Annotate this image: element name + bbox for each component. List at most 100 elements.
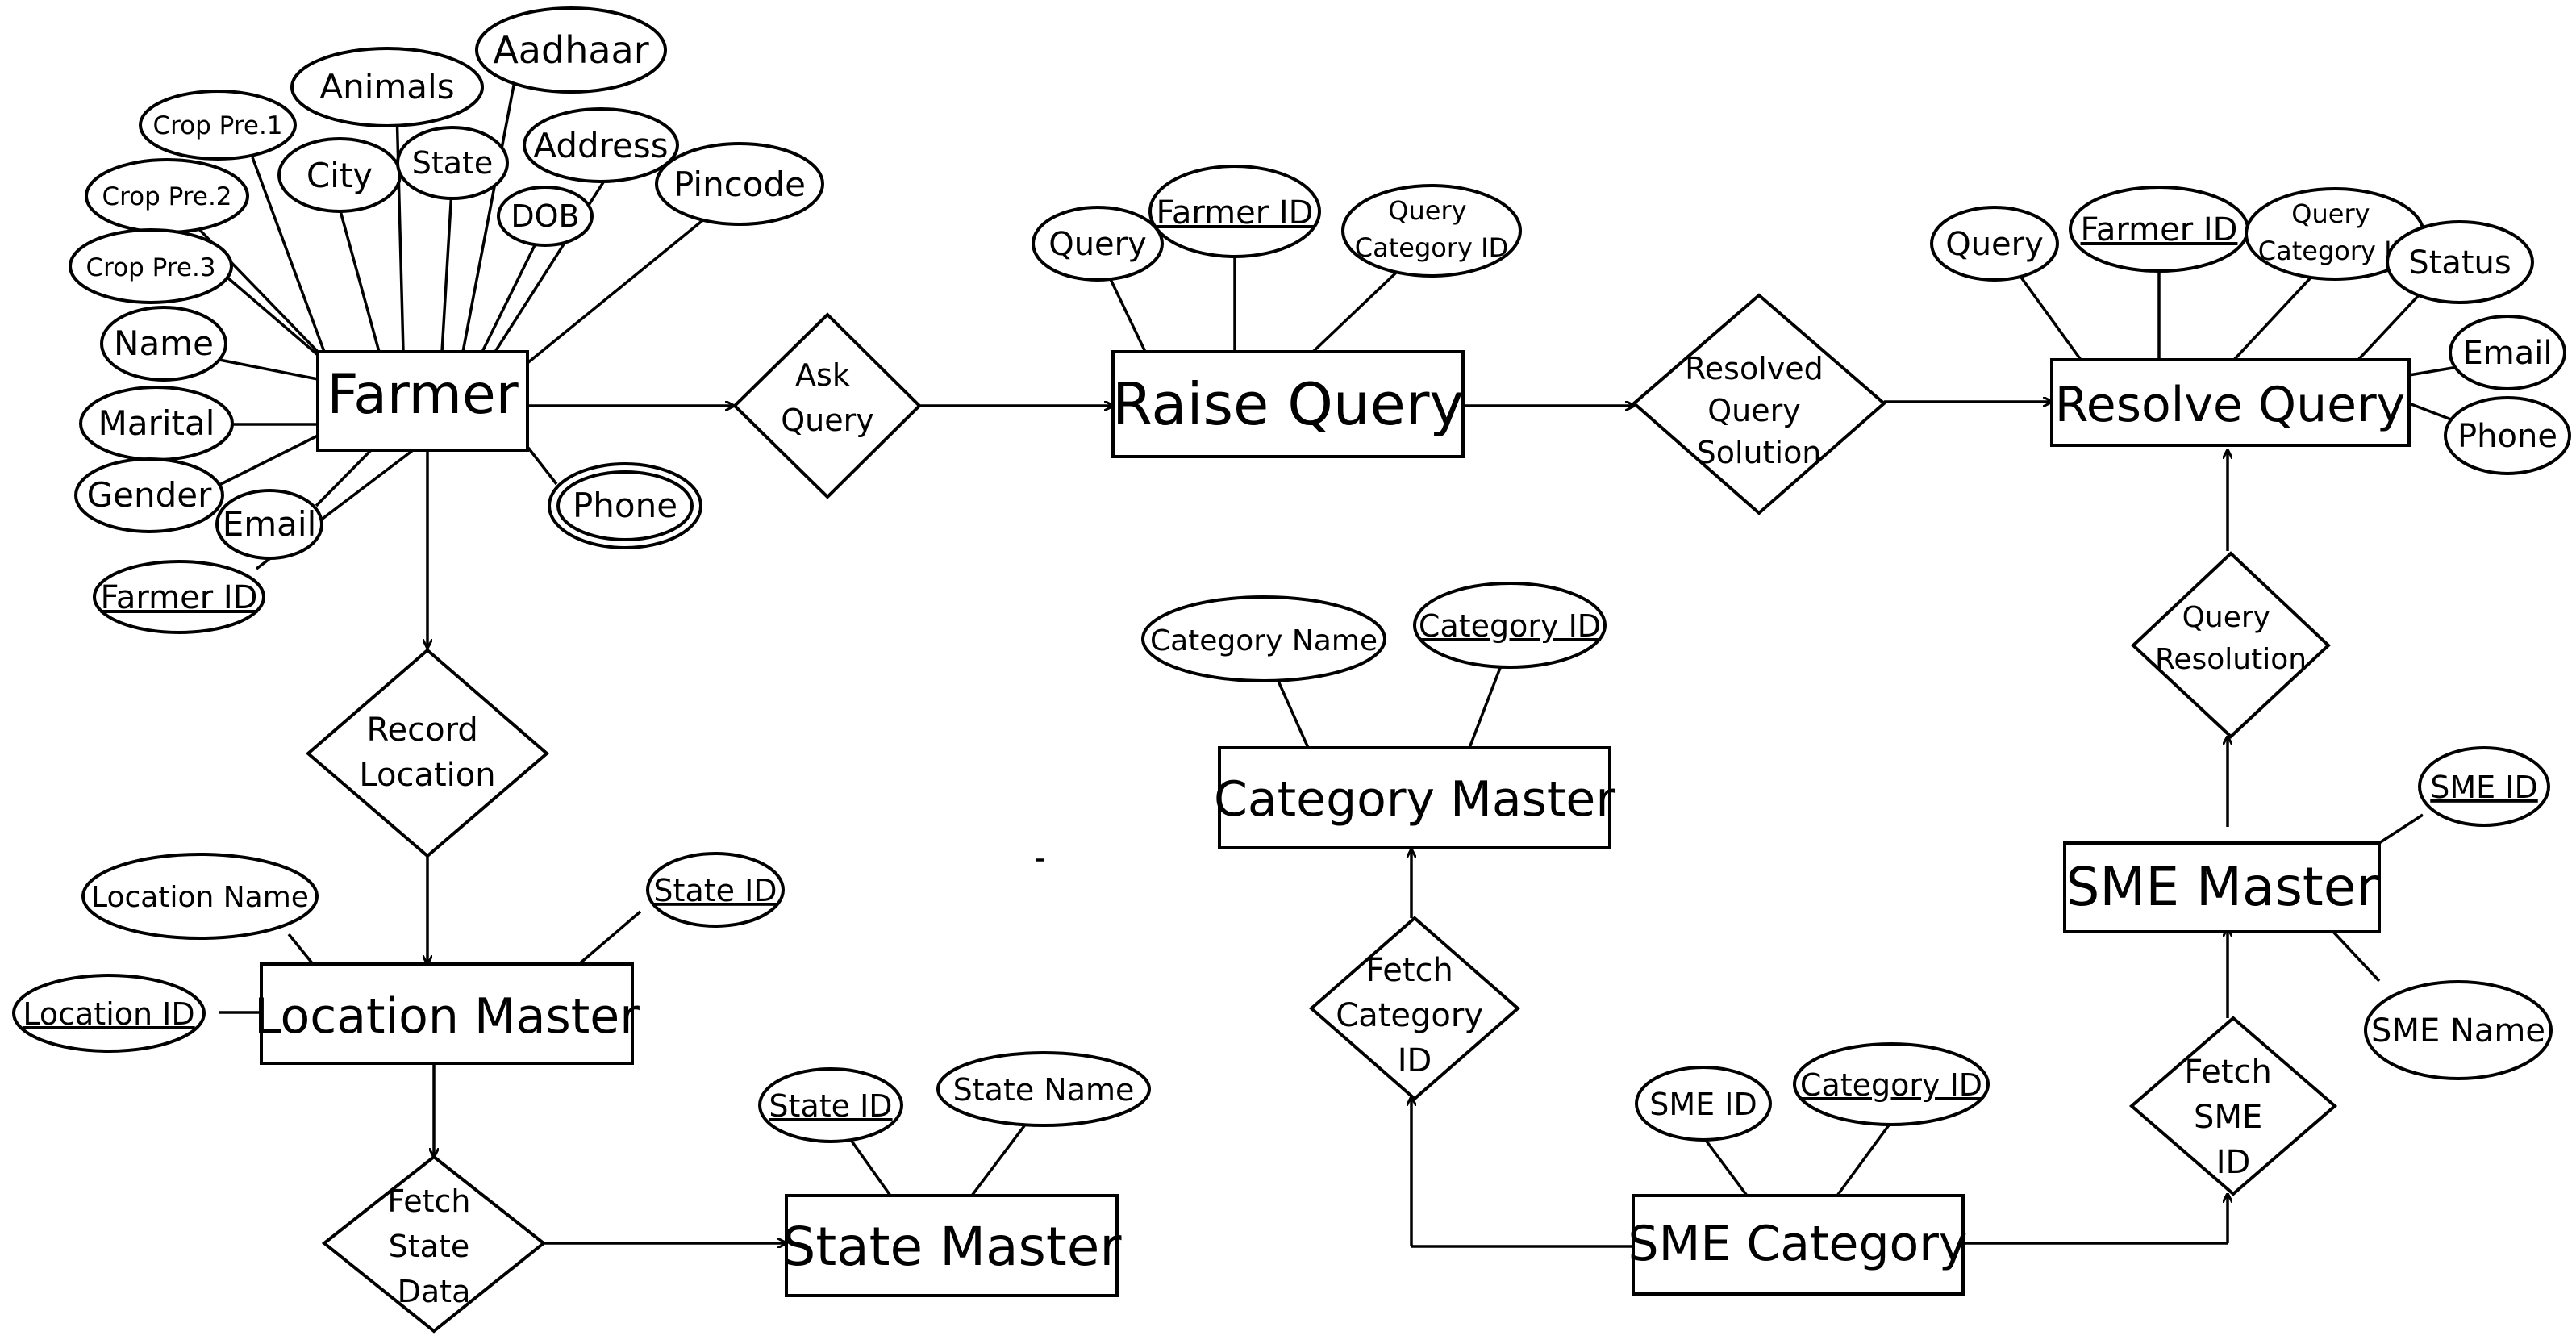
svg-text:Fetch SME ID: Fetch SME ID <box>2184 1054 2282 1181</box>
attr-farmer-crop-pre-3-label: Crop Pre.3 <box>85 253 215 282</box>
resolved-line-2: Query <box>1707 393 1800 428</box>
relationship-fetch-category-id: Fetch Category ID <box>1308 916 1521 1101</box>
attr-farmer-crop-pre-3: Crop Pre.3 <box>69 228 233 304</box>
attr-farmer-animals: Animals <box>290 47 484 127</box>
svg-text:Resolved Query Sol: Resolved Query Solution <box>1685 351 1833 470</box>
fetch-state-line-3: Data <box>398 1274 471 1309</box>
svg-text:Fetch State Data: Fetch State Data <box>387 1183 480 1309</box>
attr-category-name: Category Name <box>1141 595 1386 682</box>
fetch-category-line-3: ID <box>1398 1042 1432 1079</box>
entity-resolve-query: Resolve Query <box>2050 358 2411 447</box>
attr-resolve-query-status: Status <box>2386 220 2534 304</box>
attr-location-id-label: Location ID <box>23 996 194 1032</box>
entity-sme-category: SME Category <box>1628 1194 1968 1296</box>
entity-sme-category-label: SME Category <box>1628 1216 1968 1272</box>
resolved-line-3: Solution <box>1697 435 1822 470</box>
attr-farmer-gender: Gender <box>74 457 224 533</box>
fetch-category-line-1: Fetch <box>1365 952 1453 989</box>
attr-raise-query-query-label: Query <box>1048 226 1147 263</box>
attr-location-id: Location ID <box>12 974 206 1053</box>
entity-farmer-label: Farmer <box>327 363 518 427</box>
attr-location-name: Location Name <box>81 853 319 940</box>
attr-farmer-marital-label: Marital <box>98 403 215 443</box>
attr-farmer-state-label: State <box>412 145 494 181</box>
attr-farmer-phone: Phone <box>548 462 702 549</box>
attr-resolve-query-status-label: Status <box>2408 244 2511 282</box>
relationship-query-resolution: Query Resolution <box>2131 551 2331 739</box>
attr-sme-master-sme-name-label: SME Name <box>2371 1012 2545 1050</box>
attr-farmer-dob: DOB <box>497 186 594 247</box>
record-location-line-2: Location <box>359 757 495 794</box>
fetch-category-line-2: Category <box>1336 997 1483 1034</box>
entity-farmer: Farmer <box>316 350 529 452</box>
attr-state-master-state-name-label: State Name <box>953 1072 1135 1108</box>
relationship-fetch-sme-id: Fetch SME ID <box>2128 1016 2338 1196</box>
fetch-state-line-2: State <box>389 1229 470 1264</box>
attr-resolve-query-phone: Phone <box>2444 396 2571 475</box>
raise-query-category-line-1: Query <box>1388 195 1466 226</box>
attr-farmer-name: Name <box>100 306 227 382</box>
resolve-query-category-line-1: Query <box>2291 198 2370 229</box>
attr-sme-master-sme-id: SME ID <box>2418 746 2550 827</box>
attr-location-state-id: State ID <box>646 852 785 928</box>
attr-sme-category-category-id-label: Category ID <box>1800 1067 1982 1103</box>
svg-text:Ask Query: Ask Query <box>781 357 873 438</box>
entity-raise-query: Raise Query <box>1111 350 1465 458</box>
attr-farmer-farmer-id-label: Farmer ID <box>101 579 258 616</box>
entity-raise-query-label: Raise Query <box>1112 370 1464 438</box>
entity-category-master: Category Master <box>1214 746 1615 849</box>
ask-query-line-1: Ask <box>795 357 850 393</box>
attr-farmer-farmer-id: Farmer ID <box>93 560 265 634</box>
attr-farmer-aadhaar: Aadhaar <box>475 6 667 94</box>
attr-farmer-email: Email <box>215 489 323 560</box>
relationship-connectors <box>427 402 2228 1246</box>
attr-resolve-query-farmer-id-label: Farmer ID <box>2081 211 2238 248</box>
attr-state-master-state-id: State ID <box>758 1067 903 1143</box>
attr-farmer-city-label: City <box>306 156 373 195</box>
svg-text:Query Category ID: Query Category ID <box>1355 195 1508 263</box>
fetch-state-line-1: Fetch <box>387 1183 470 1219</box>
attr-farmer-crop-pre-2: Crop Pre.2 <box>85 158 249 234</box>
attr-sme-category-sme-id: SME ID <box>1635 1066 1772 1142</box>
svg-text:Query Resolution: Query Resolution <box>2155 601 2307 676</box>
attr-category-name-label: Category Name <box>1150 624 1378 657</box>
attr-raise-query-category-id: Query Category ID <box>1341 184 1522 278</box>
attr-location-name-label: Location Name <box>91 881 309 914</box>
attr-sme-master-sme-name: SME Name <box>2364 980 2553 1080</box>
attr-farmer-city: City <box>277 137 402 213</box>
attr-sme-category-category-id: Category ID <box>1793 1042 1990 1126</box>
attr-farmer-address-label: Address <box>533 126 668 165</box>
entity-sme-master-label: SME Master <box>2066 856 2379 918</box>
attr-resolve-query-query: Query <box>1930 206 2059 282</box>
relationship-fetch-state-data: Fetch State Data <box>321 1154 547 1334</box>
entity-resolve-query-label: Resolve Query <box>2055 377 2405 433</box>
relationship-ask-query: Ask Query <box>732 312 922 499</box>
attr-resolve-query-query-label: Query <box>1945 226 2044 263</box>
attr-farmer-state: State <box>396 126 509 200</box>
attr-raise-query-farmer-id-label: Farmer ID <box>1157 194 1314 232</box>
attr-farmer-address: Address <box>523 107 679 183</box>
entity-location-master: Location Master <box>254 962 640 1065</box>
entity-state-master-label: State Master <box>782 1216 1122 1278</box>
entity-state-master: State Master <box>782 1194 1122 1297</box>
entity-sme-master: SME Master <box>2063 841 2381 933</box>
attr-farmer-pincode: Pincode <box>655 142 824 226</box>
attr-farmer-name-label: Name <box>114 323 214 363</box>
svg-text:Fetch Category ID: Fetch Category ID <box>1336 952 1493 1079</box>
ask-query-line-2: Query <box>781 403 873 438</box>
fetch-sme-line-1: Fetch <box>2184 1054 2271 1091</box>
svg-text:Record Location: Record Location <box>359 712 495 794</box>
raise-query-category-line-2: Category ID <box>1355 232 1508 263</box>
attr-raise-query-query: Query <box>1032 206 1164 282</box>
master-attribute-links <box>219 662 2424 1197</box>
raise-query-attribute-links <box>1107 255 1398 353</box>
attr-sme-category-sme-id-label: SME ID <box>1649 1087 1757 1122</box>
record-location-line-1: Record <box>367 712 478 749</box>
attr-sme-master-sme-id-label: SME ID <box>2430 770 2537 805</box>
attr-farmer-dob-label: DOB <box>511 198 579 234</box>
attr-resolve-query-farmer-id: Farmer ID <box>2069 186 2249 273</box>
attr-farmer-animals-label: Animals <box>319 67 454 106</box>
fetch-sme-line-3: ID <box>2216 1144 2251 1181</box>
fetch-sme-line-2: SME <box>2194 1099 2262 1136</box>
attr-state-master-state-name: State Name <box>936 1051 1151 1127</box>
